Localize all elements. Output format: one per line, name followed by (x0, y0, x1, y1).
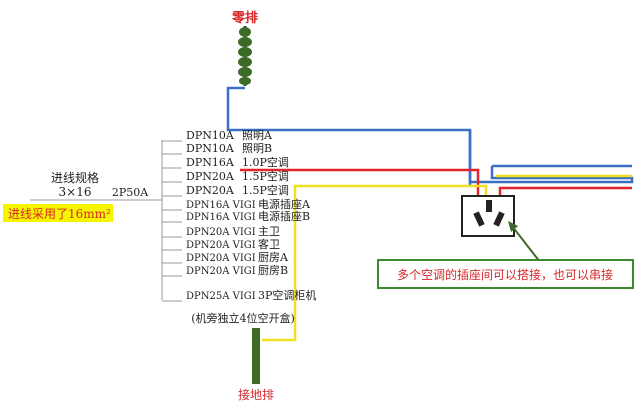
neutral-bar-label: 零排 (231, 10, 258, 26)
neutral-busbar (238, 26, 252, 86)
breaker-label: DPN20A (186, 170, 235, 183)
incoming-spec: 进线规格 (51, 170, 99, 185)
ac-socket (461, 195, 515, 237)
ground-wire-down (262, 186, 297, 342)
circuit-row: DPN10A 照明A (162, 129, 273, 142)
circuit-row: DPN20A 1.5P空调 (162, 183, 289, 197)
load-label: 3P空调柜机 (258, 288, 316, 302)
load-label: 厨房A (258, 251, 289, 264)
breaker-label: DPN20A VIGI (186, 253, 256, 264)
breaker-label: DPN10A (186, 142, 235, 155)
breaker-label: DPN20A VIGI (186, 240, 256, 251)
incoming-size: 3×16 (59, 185, 92, 199)
load-label: 1.5P空调 (242, 183, 289, 197)
circuit-row: DPN20A 1.5P空调 (162, 169, 289, 183)
load-label: 电源插座A (258, 197, 311, 211)
main-breaker: 2P50A (112, 186, 149, 199)
breaker-label: DPN10A (186, 129, 235, 142)
socket-note: 多个空调的插座间可以搭接，也可以串接 (397, 267, 613, 282)
live-wire (240, 168, 480, 198)
breaker-label: DPN16A (186, 156, 235, 169)
circuit-list: DPN10A 照明A DPN10A 照明B DPN16A 1.0P空调 DPN20A 1.5P… (162, 129, 316, 302)
breaker-label: DPN20A VIGI (186, 266, 256, 277)
load-label: 客卫 (258, 237, 280, 251)
load-label: 厨房B (258, 264, 288, 277)
ground-bar-label: 接地排 (238, 387, 274, 402)
breaker-label: DPN20A VIGI (186, 227, 256, 238)
load-label: 1.0P空调 (242, 155, 289, 169)
ground-busbar (252, 328, 260, 384)
socket-note-box (377, 259, 634, 289)
breaker-label: DPN25A VIGI (186, 291, 256, 302)
socket-arrow (511, 225, 541, 263)
breaker-label: DPN16A VIGI (186, 200, 256, 211)
load-label: 1.5P空调 (242, 169, 289, 183)
breaker-label: DPN20A (186, 184, 235, 197)
circuit-row: DPN10A 照明B (162, 142, 272, 155)
cabinet-note: (机旁独立4位空开盒) (191, 311, 295, 325)
load-label: 照明A (242, 129, 273, 142)
live-wire-out (498, 186, 632, 198)
circuit-row: DPN16A 1.0P空调 (162, 155, 289, 169)
ground-wire (293, 184, 488, 212)
incoming-note-highlight (3, 204, 113, 222)
breaker-label: DPN16A VIGI (186, 212, 256, 223)
load-label: 主卫 (258, 225, 280, 238)
load-label: 照明B (242, 142, 272, 155)
incoming-note: 进线采用了16mm² (8, 207, 111, 221)
load-label: 电源插座B (258, 209, 310, 223)
